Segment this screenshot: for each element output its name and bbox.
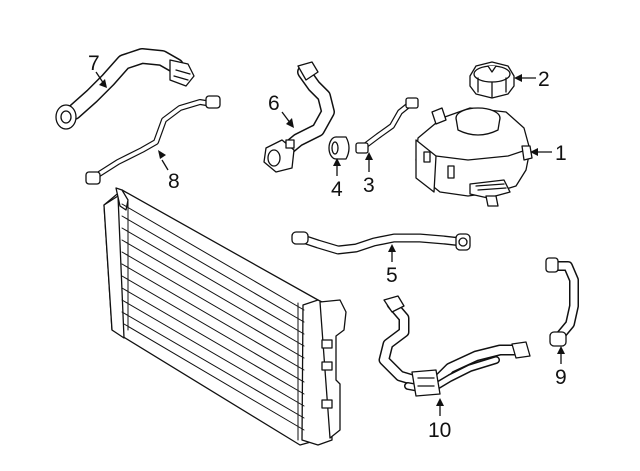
callout-3: 3 xyxy=(363,152,375,197)
callout-6: 6 xyxy=(268,92,294,128)
reservoir-cap xyxy=(469,61,515,99)
callout-10: 10 xyxy=(428,398,451,442)
callout-number-4: 4 xyxy=(331,178,343,201)
coolant-reservoir xyxy=(415,107,533,207)
callout-5: 5 xyxy=(386,244,398,287)
callout-number-3: 3 xyxy=(363,174,375,197)
callout-number-6: 6 xyxy=(268,92,280,115)
callout-number-9: 9 xyxy=(555,366,567,389)
callout-4: 4 xyxy=(331,158,343,201)
callout-number-8: 8 xyxy=(168,170,180,193)
bleeder-hose xyxy=(85,95,221,185)
callout-8: 8 xyxy=(158,150,180,193)
callout-number-10: 10 xyxy=(428,419,451,442)
coolant-hose-9 xyxy=(545,257,579,347)
radiator xyxy=(103,187,347,446)
callout-number-5: 5 xyxy=(386,264,398,287)
callout-9: 9 xyxy=(555,346,567,389)
callout-number-7: 7 xyxy=(88,52,100,75)
long-coolant-hose xyxy=(291,231,471,255)
callout-1: 1 xyxy=(530,142,567,165)
callout-number-2: 2 xyxy=(538,68,550,91)
coolant-hose-6 xyxy=(263,61,335,173)
hose-assembly xyxy=(378,295,531,397)
callout-number-1: 1 xyxy=(555,142,567,165)
upper-radiator-hose xyxy=(55,48,195,130)
hose-clamp xyxy=(328,136,350,160)
callout-7: 7 xyxy=(88,52,107,88)
reservoir-hose xyxy=(355,97,419,154)
callout-2: 2 xyxy=(514,68,550,91)
